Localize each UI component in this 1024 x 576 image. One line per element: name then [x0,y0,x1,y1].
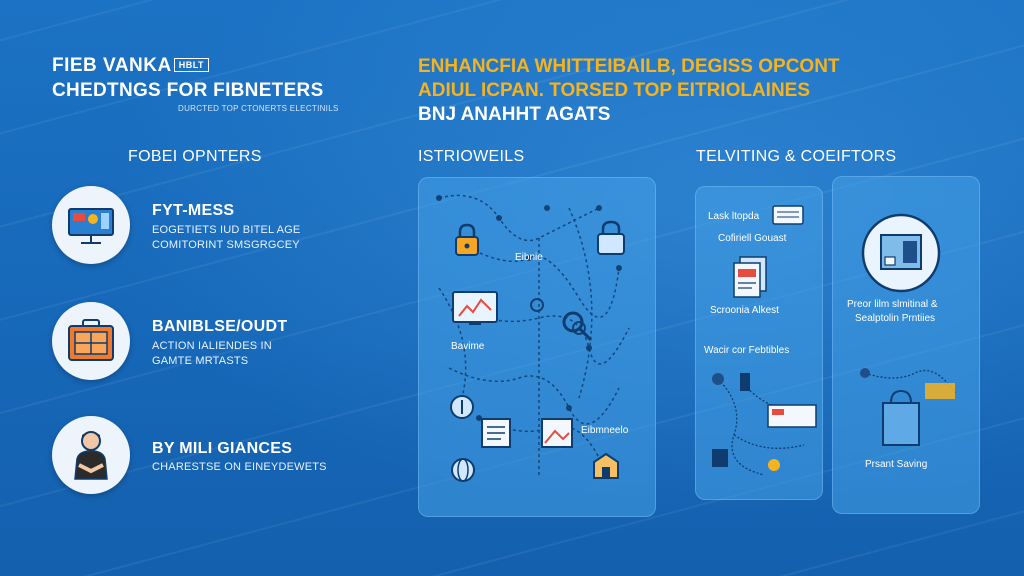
headline-line1: ENHANCFIA WHITTEIBAILB, DEGISS OPCONT [418,56,840,77]
feature-icon-circle [52,186,130,264]
panel-item: Lask ltopda [708,211,760,222]
workflow-icons [712,373,817,476]
diagram-label: Eibmneelo [581,425,629,436]
feature-desc: EOGETIETS IUD BITEL AGE COMITORINT SMSGR… [152,224,301,251]
section-heading-left: FOBEI OPNTERS [128,148,262,165]
building-icon [593,452,619,479]
presentation-board-icon [68,208,114,244]
panel-item: Preor lilm slmitinal & [847,299,938,310]
panel-item: Prsant Saving [865,459,928,470]
panel-item: Cofiriell Gouast [718,233,787,244]
server-lock-icon [861,213,941,293]
feature-title: BANIBLSE/OUDT [152,318,288,335]
feature-icon-circle [52,416,130,494]
brand-badge: HBLT [173,58,210,72]
panel-item: Sealptolin Prntiies [855,313,936,324]
chart-screen-icon [452,291,498,325]
magnifier-icon [562,311,593,342]
keyboard-icon [772,205,804,225]
diagram-label: Bavime [451,341,485,352]
headline: ENHANCFIA WHITTEIBAILB, DEGISS OPCONT AD… [418,55,840,127]
section-heading-right: TELVITING & COEIFTORS [696,148,897,165]
lock-icon [455,223,479,256]
shopping-bag-icon [860,368,956,446]
feature-panel-a: Lask ltopda Cofiriell Gouast Scroonia Al… [695,186,823,500]
section-heading-middle: ISTRIOWEILS [418,148,525,165]
lock-icon [597,220,625,255]
brand-subtitle: DURCTED TOP CTONERTS ELECTINILS [178,104,339,113]
headline-line2: ADIUL ICPAN. TORSED TOP EITRIOLAINES [418,80,811,101]
calculator-briefcase-icon [68,319,114,361]
feature-icon-circle [52,302,130,380]
globe-icon [451,458,475,482]
image-frame-icon [541,418,573,448]
document-stack-icon [733,256,767,298]
diagram-label: Eibnie [515,252,543,263]
document-icon [481,418,511,448]
panel-item: Wacir cor Febtibles [704,345,790,356]
panel-item: Scroonia Alkest [710,305,779,316]
feature-panel-b: Preor lilm slmitinal & Sealptolin Prntii… [832,176,980,514]
feature-title: BY MILI GIANCES [152,440,293,457]
feature-desc: ACTION IALIENDES IN GAMTE MRTASTS [152,340,272,367]
feature-title: FYT-MESS [152,202,235,219]
headline-line3: BNJ ANAHHT AGATS [418,104,611,125]
feature-desc: CHARESTSE ON EINEYDEWETS [152,461,327,473]
brand-title-line2: CHEDTNGS FOR FIBNETERS [52,80,324,101]
lightbulb-icon [450,395,474,419]
person-icon [74,431,108,480]
network-diagram-panel: Bavime Eibnie Eibmneelo [418,177,656,517]
